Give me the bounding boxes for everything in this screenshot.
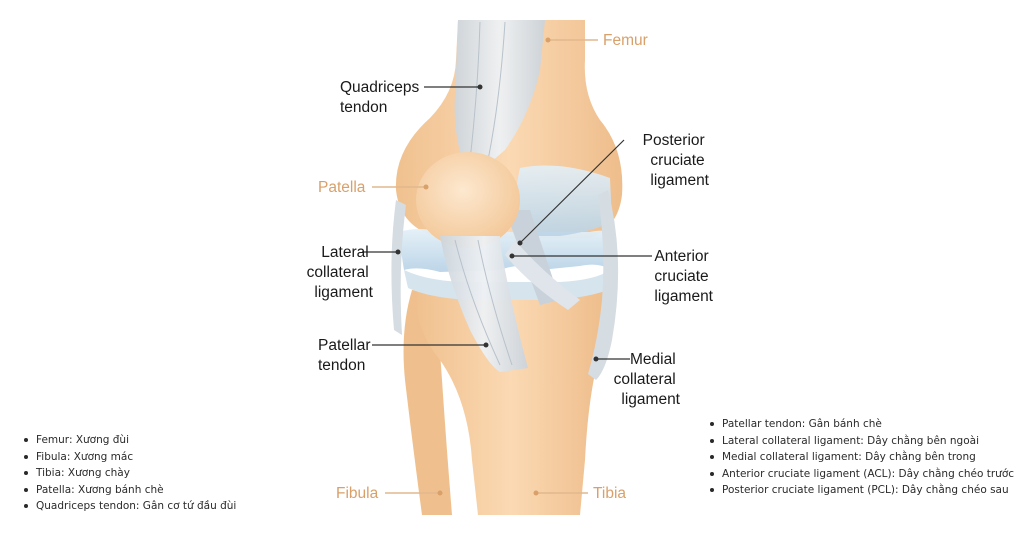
legend-item: Femur: Xương đùi <box>22 432 272 449</box>
leader-tibia <box>533 490 588 496</box>
tibia-bone <box>416 282 606 515</box>
legend-item: Tibia: Xương chày <box>22 465 272 482</box>
cruciate-ligaments <box>505 210 580 310</box>
legend-item: Quadriceps tendon: Gân cơ tứ đầu đùi <box>22 498 272 515</box>
label-patellar-tendon: Patellar tendon <box>318 337 375 374</box>
label-medial-collateral-ligament: Medial collateral ligament <box>614 351 681 408</box>
legend-right: Patellar tendon: Gân bánh chè Lateral co… <box>708 416 1020 499</box>
legend-item: Posterior cruciate ligament (PCL): Dây c… <box>708 482 1020 499</box>
legend-item: Anterior cruciate ligament (ACL): Dây ch… <box>708 466 1020 483</box>
quadriceps-tendon <box>454 20 545 180</box>
legend-item: Patella: Xương bánh chè <box>22 482 272 499</box>
leader-patella <box>372 184 429 190</box>
medial-collateral-ligament <box>588 190 619 380</box>
leader-fibula <box>385 490 443 496</box>
leader-patellar-tendon <box>372 342 489 348</box>
leader-anterior-cruciate <box>509 253 652 259</box>
legend-left: Femur: Xương đùi Fibula: Xương mác Tibia… <box>22 432 272 515</box>
leader-lateral-collateral <box>362 249 401 255</box>
leader-posterior-cruciate <box>517 139 625 246</box>
legend-item: Patellar tendon: Gân bánh chè <box>708 416 1020 433</box>
label-tibia: Tibia <box>593 485 626 502</box>
patellar-tendon <box>440 236 528 372</box>
label-posterior-cruciate-ligament: Posterior cruciate ligament <box>643 132 710 189</box>
label-lateral-collateral-ligament: Lateral collateral ligament <box>307 244 374 301</box>
lateral-collateral-ligament <box>391 200 406 335</box>
leader-medial-collateral <box>593 356 630 362</box>
leader-femur <box>545 37 598 43</box>
patella-bone <box>416 152 520 248</box>
label-anterior-cruciate-ligament: Anterior cruciate ligament <box>654 248 713 305</box>
label-femur: Femur <box>603 32 648 49</box>
leader-quadriceps-tendon <box>424 84 483 90</box>
label-fibula: Fibula <box>336 485 379 502</box>
label-patella: Patella <box>318 179 366 196</box>
legend-item: Fibula: Xương mác <box>22 449 272 466</box>
legend-item: Lateral collateral ligament: Dây chằng b… <box>708 433 1020 450</box>
label-quadriceps-tendon: Quadriceps tendon <box>340 79 424 116</box>
legend-item: Medial collateral ligament: Dây chằng bê… <box>708 449 1020 466</box>
